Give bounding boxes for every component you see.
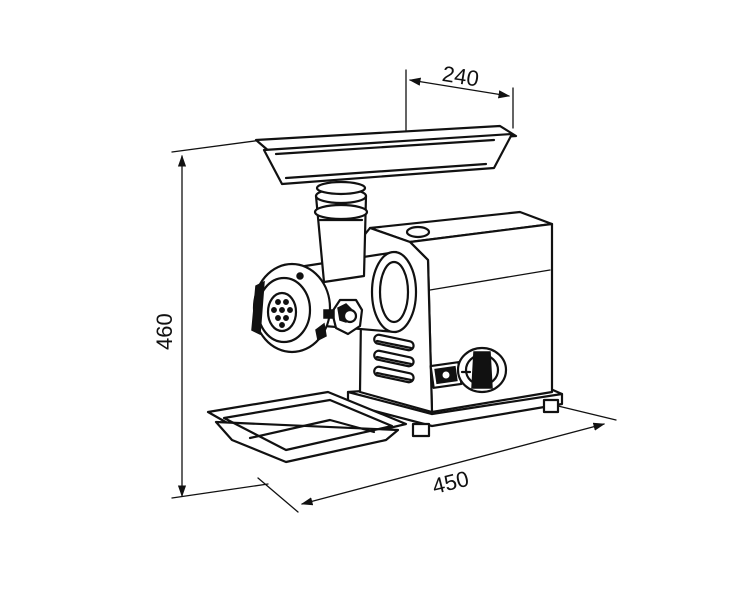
tray-body bbox=[214, 420, 400, 464]
width-dimension-line bbox=[300, 422, 606, 506]
ventilation-slots bbox=[373, 333, 415, 384]
foot-front bbox=[411, 422, 431, 438]
mincing-plate bbox=[251, 262, 332, 354]
hopper-body bbox=[262, 132, 514, 186]
locking-knob[interactable] bbox=[323, 298, 364, 336]
hopper-outlet bbox=[315, 180, 367, 196]
height-extension-top bbox=[171, 139, 263, 153]
width-label: 450 bbox=[430, 466, 472, 499]
plate-holes bbox=[271, 299, 293, 328]
width-extension-left bbox=[257, 477, 299, 513]
dimension-depth: 240 bbox=[405, 61, 514, 131]
depth-label: 240 bbox=[441, 61, 481, 91]
power-switch[interactable] bbox=[429, 361, 463, 389]
dimension-height: 460 bbox=[152, 139, 269, 499]
barrel-flange bbox=[370, 250, 418, 334]
width-extension-right bbox=[557, 405, 617, 421]
grinder-head bbox=[251, 187, 418, 354]
top-screw bbox=[405, 225, 431, 239]
depth-dimension-line bbox=[408, 77, 511, 99]
foot-back bbox=[542, 398, 560, 414]
height-label: 460 bbox=[152, 313, 177, 350]
hopper-tray bbox=[254, 124, 518, 196]
rotary-knob[interactable] bbox=[456, 346, 508, 394]
height-extension-bottom bbox=[171, 483, 269, 499]
collection-tray bbox=[206, 390, 408, 464]
